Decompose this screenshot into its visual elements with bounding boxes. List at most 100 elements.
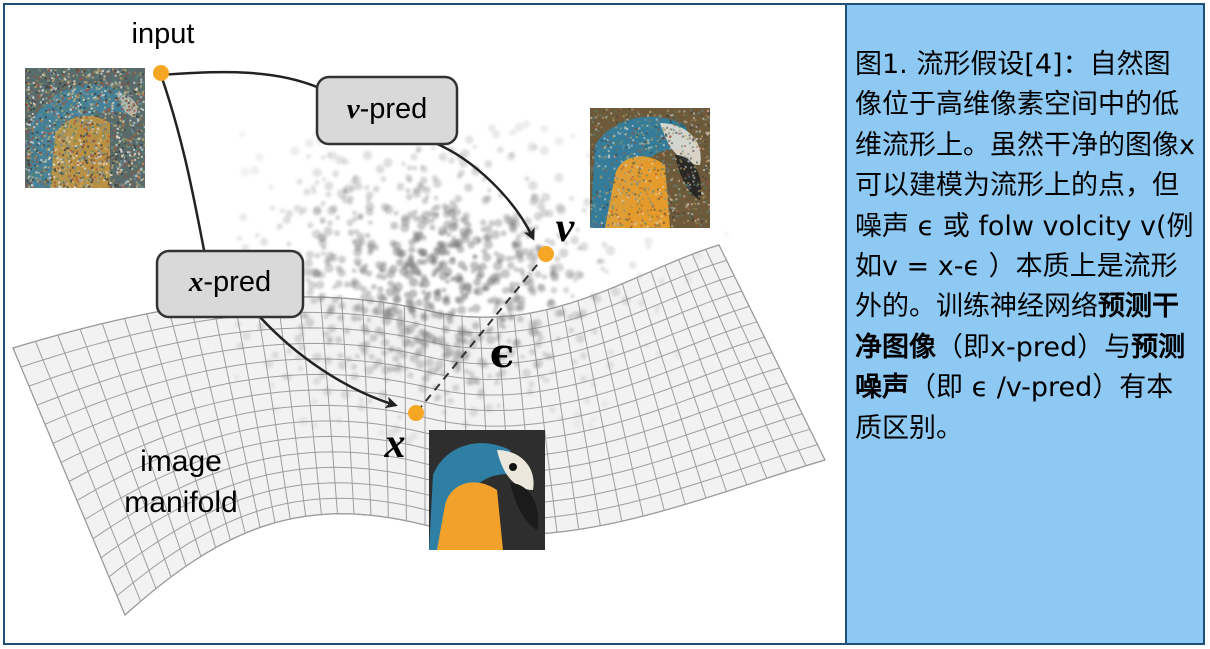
noise-pixel: [75, 176, 78, 179]
noise-pixel: [72, 83, 75, 86]
noise-pixel: [114, 81, 117, 84]
noise-pixel: [133, 154, 136, 157]
noise-pixel: [46, 153, 49, 156]
noise-pixel: [143, 85, 145, 88]
noise-pixel: [641, 124, 644, 127]
noise-pixel: [656, 136, 659, 139]
noise-pixel: [669, 135, 672, 138]
noise-pixel: [30, 90, 33, 93]
noise-pixel: [690, 203, 693, 206]
noise-pixel: [107, 108, 110, 111]
noise-pixel: [632, 162, 635, 165]
noise-pixel: [118, 142, 120, 145]
input-to-v-pred-curve: [160, 70, 318, 89]
noise-pixel: [30, 168, 33, 171]
noise-pixel: [103, 101, 106, 104]
noise-pixel: [140, 144, 143, 147]
noise-pixel: [627, 196, 630, 198]
noise-sample: [486, 297, 493, 304]
noise-pixel: [27, 105, 30, 107]
noise-pixel: [601, 163, 603, 166]
noise-sample: [327, 206, 337, 216]
noise-pixel: [56, 157, 59, 160]
noise-sample: [443, 390, 450, 396]
manifold-grid-line: [116, 444, 818, 597]
noise-pixel: [137, 91, 140, 94]
noise-pixel: [114, 112, 117, 115]
noise-pixel: [699, 212, 702, 215]
noise-pixel: [143, 161, 145, 164]
noise-sample: [384, 377, 390, 383]
noise-pixel: [603, 157, 606, 160]
noise-pixel: [139, 83, 142, 86]
noise-pixel: [120, 149, 123, 152]
noise-pixel: [650, 191, 652, 194]
noise-pixel: [590, 204, 593, 207]
noise-pixel: [646, 226, 649, 228]
noise-pixel: [673, 129, 675, 132]
noise-sample: [564, 268, 575, 279]
noise-pixel: [110, 172, 113, 175]
noise-pixel: [650, 151, 653, 154]
noise-pixel: [143, 157, 145, 159]
noise-pixel: [63, 71, 66, 73]
noise-pixel: [688, 134, 691, 137]
noise-pixel: [53, 114, 56, 117]
noise-sample: [451, 222, 459, 230]
noise-pixel: [34, 101, 37, 104]
noise-pixel: [128, 185, 131, 188]
noise-pixel: [127, 187, 130, 188]
noise-pixel: [94, 152, 96, 155]
noise-pixel: [26, 150, 29, 152]
noise-pixel: [591, 120, 594, 123]
noise-pixel: [96, 131, 98, 134]
noise-pixel: [691, 124, 694, 127]
noise-pixel: [639, 167, 642, 170]
noise-pixel: [75, 154, 78, 157]
noise-pixel: [648, 117, 651, 120]
noise-pixel: [96, 102, 99, 105]
noise-pixel: [624, 118, 627, 121]
noise-pixel: [598, 224, 601, 227]
noise-pixel: [48, 176, 51, 179]
noise-pixel: [108, 98, 111, 101]
noise-pixel: [78, 99, 81, 102]
noise-sample: [453, 204, 458, 209]
noise-pixel: [662, 175, 665, 178]
noise-pixel: [98, 124, 101, 127]
noise-pixel: [704, 195, 707, 198]
noise-sample: [448, 157, 455, 165]
noise-pixel: [126, 145, 129, 148]
noise-pixel: [671, 142, 673, 145]
noise-pixel: [98, 128, 101, 131]
noise-pixel: [78, 82, 81, 85]
noise-pixel: [114, 69, 117, 72]
noise-pixel: [613, 196, 615, 199]
noise-pixel: [108, 135, 111, 138]
noise-pixel: [636, 157, 639, 159]
noise-pixel: [44, 173, 47, 176]
noise-pixel: [117, 135, 120, 138]
noise-pixel: [116, 136, 119, 139]
noise-pixel: [123, 82, 126, 85]
noise-pixel: [69, 158, 72, 161]
noise-sample: [304, 258, 314, 268]
noise-pixel: [70, 161, 72, 164]
noise-pixel: [592, 194, 595, 197]
noise-pixel: [657, 169, 660, 172]
noise-pixel: [101, 126, 104, 129]
noise-pixel: [138, 108, 140, 111]
noise-pixel: [31, 173, 34, 176]
noise-pixel: [89, 107, 92, 110]
noise-pixel: [131, 164, 134, 167]
noise-pixel: [98, 177, 101, 180]
noise-pixel: [62, 147, 65, 149]
noise-pixel: [683, 135, 686, 138]
noise-pixel: [124, 138, 127, 141]
noise-pixel: [71, 151, 73, 154]
noise-sample: [389, 264, 398, 274]
noise-pixel: [123, 164, 126, 167]
noise-sample: [365, 202, 375, 212]
noise-pixel: [660, 215, 663, 218]
noise-pixel: [25, 137, 28, 140]
